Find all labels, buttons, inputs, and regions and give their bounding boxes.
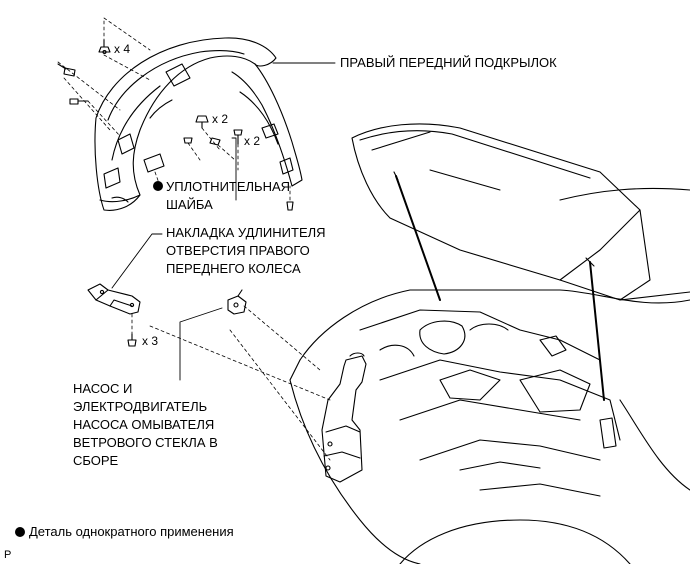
- washer-pump-label: НАСОС И ЭЛЕКТРОДВИГАТЕЛЬ НАСОСА ОМЫВАТЕЛ…: [73, 380, 218, 470]
- gasket-label-line-1: УПЛОТНИТЕЛЬНАЯ: [166, 179, 291, 194]
- wheel-cover-label: НАКЛАДКА УДЛИНИТЕЛЯ ОТВЕРСТИЯ ПРАВОГО ПЕ…: [166, 224, 326, 278]
- washer-pump-part: [227, 289, 247, 315]
- legend-text: Деталь однократного применения: [29, 524, 234, 539]
- washer-pump-label-line-1: НАСОС И: [73, 381, 133, 396]
- top-clip-part: [98, 39, 111, 55]
- bracket-bolt: [127, 333, 137, 347]
- legend-dot-icon: [15, 527, 25, 537]
- wheel-cover-label-line-2: ОТВЕРСТИЯ ПРАВОГО: [166, 243, 310, 258]
- cover-leader: [111, 233, 163, 289]
- washer-pump-label-line-3: НАСОСА ОМЫВАТЕЛЯ: [73, 417, 215, 432]
- wheel-cover-label-line-3: ПЕРЕДНЕГО КОЛЕСА: [166, 261, 301, 276]
- wheel-opening-cover-part: [87, 283, 141, 315]
- qty-side-clips: x 2: [244, 134, 261, 148]
- corner-mark: P: [4, 549, 12, 561]
- gasket-leader: [231, 137, 237, 201]
- fender-liner-label: ПРАВЫЙ ПЕРЕДНИЙ ПОДКРЫЛОК: [340, 55, 557, 70]
- fender-guide-lines: [57, 17, 291, 201]
- washer-pump-label-line-5: СБОРЕ: [73, 453, 119, 468]
- side-clips: [233, 129, 294, 211]
- vehicle-front-drawing: [289, 123, 690, 564]
- qty-top-clips: x 4: [114, 42, 131, 56]
- pump-guide-lines: [149, 305, 331, 461]
- wheel-cover-label-line-1: НАКЛАДКА УДЛИНИТЕЛЯ: [166, 225, 326, 240]
- gasket-label-line-2: ШАЙБА: [166, 197, 213, 212]
- qty-bracket-bolts: x 3: [142, 334, 159, 348]
- qty-mid-screws: x 2: [212, 112, 229, 126]
- left-fasteners: [57, 63, 89, 105]
- gasket-label: УПЛОТНИТЕЛЬНАЯ ШАЙБА: [166, 178, 290, 214]
- washer-pump-label-line-4: ВЕТРОВОГО СТЕКЛА В: [73, 435, 218, 450]
- pump-leader: [179, 307, 223, 381]
- washer-pump-label-line-2: ЭЛЕКТРОДВИГАТЕЛЬ: [73, 399, 208, 414]
- gasket-dot-icon: [153, 181, 163, 191]
- fender-liner-part: [94, 37, 303, 211]
